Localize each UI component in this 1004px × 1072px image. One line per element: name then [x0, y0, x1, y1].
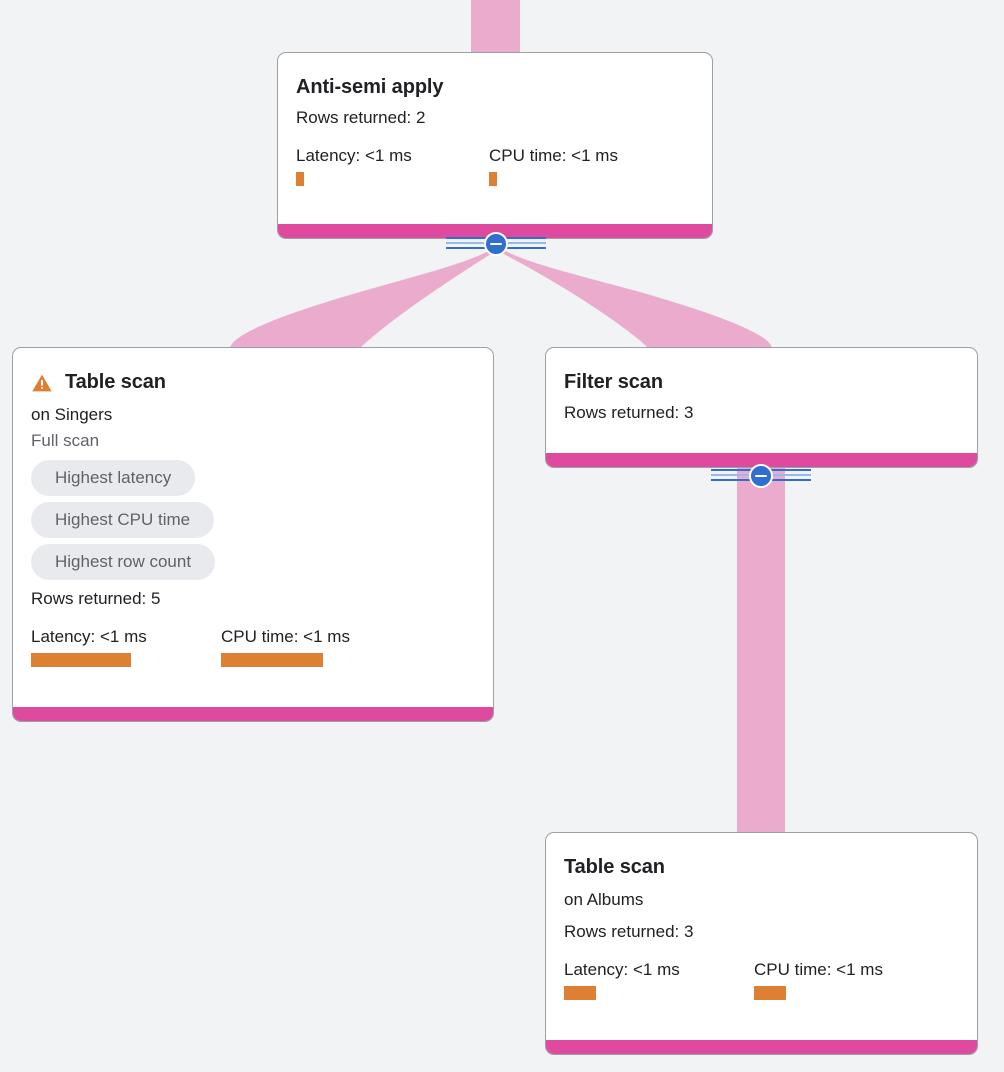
node-accent-bar: [546, 1040, 977, 1054]
badge-highest-row-count[interactable]: Highest row count: [31, 544, 216, 580]
metric-cpu-time: CPU time: <1 ms: [754, 959, 883, 1000]
node-rows-returned: Rows returned: 3: [564, 922, 694, 941]
node-scan-target: on Albums: [564, 890, 644, 909]
metric-cpu-time: CPU time: <1 ms: [221, 626, 350, 667]
metric-cpu-time-bar: [754, 986, 786, 1000]
collapse-toggle-filter-scan[interactable]: [711, 463, 811, 489]
badge-highest-latency[interactable]: Highest latency: [31, 460, 196, 496]
node-rows-returned: Rows returned: 2: [296, 108, 426, 127]
node-body: Table scan on Albums Rows returned: 3 La…: [546, 833, 977, 1040]
node-filter-scan[interactable]: Filter scan Rows returned: 3: [545, 347, 978, 468]
metric-cpu-time-bar: [489, 172, 497, 186]
warning-triangle-icon: [32, 374, 52, 392]
metric-cpu-time: CPU time: <1 ms: [489, 145, 618, 186]
node-accent-bar: [13, 707, 493, 721]
collapse-toggle-anti-semi-apply[interactable]: [446, 231, 546, 257]
collapse-minus-icon[interactable]: [749, 464, 773, 488]
metric-cpu-time-bar: [221, 653, 323, 667]
node-title: Table scan: [564, 856, 665, 878]
edge-incoming-root: [471, 0, 520, 54]
node-accent-bar: [546, 453, 977, 467]
node-rows-returned: Rows returned: 5: [31, 589, 161, 608]
node-accent-bar: [278, 224, 712, 238]
node-metrics: Latency: <1 ms CPU time: <1 ms: [564, 959, 959, 1000]
metric-cpu-time-label: CPU time: <1 ms: [489, 146, 618, 165]
node-table-scan-singers[interactable]: Table scan on Singers Full scan Highest …: [12, 347, 494, 722]
metric-latency-bar: [296, 172, 304, 186]
node-title-row: Filter scan: [564, 370, 959, 394]
edge-anti-semi-to-table-scan-singers: [230, 249, 494, 348]
node-body: Anti-semi apply Rows returned: 2 Latency…: [278, 53, 712, 224]
node-title-row: Anti-semi apply: [296, 75, 694, 99]
node-anti-semi-apply[interactable]: Anti-semi apply Rows returned: 2 Latency…: [277, 52, 713, 239]
metric-cpu-time-label: CPU time: <1 ms: [221, 627, 350, 646]
metric-latency: Latency: <1 ms: [296, 145, 489, 186]
node-title: Anti-semi apply: [296, 76, 444, 98]
edge-anti-semi-to-filter-scan: [500, 249, 772, 348]
node-title-row: Table scan: [31, 370, 475, 394]
node-metrics: Latency: <1 ms CPU time: <1 ms: [31, 626, 475, 667]
collapse-minus-icon[interactable]: [484, 232, 508, 256]
node-body: Table scan on Singers Full scan Highest …: [13, 348, 493, 707]
metric-latency: Latency: <1 ms: [31, 626, 221, 667]
node-title-row: Table scan: [564, 855, 959, 879]
metric-latency-label: Latency: <1 ms: [564, 960, 680, 979]
node-metrics: Latency: <1 ms CPU time: <1 ms: [296, 145, 694, 186]
node-title: Table scan: [65, 371, 166, 393]
node-body: Filter scan Rows returned: 3: [546, 348, 977, 453]
edge-filter-scan-to-table-scan-albums: [737, 468, 785, 834]
node-rows-returned: Rows returned: 3: [564, 403, 694, 422]
metric-latency: Latency: <1 ms: [564, 959, 754, 1000]
metric-latency-bar: [31, 653, 131, 667]
node-badge-list: Highest latency Highest CPU time Highest…: [31, 460, 475, 580]
node-scan-type: Full scan: [31, 431, 100, 450]
node-table-scan-albums[interactable]: Table scan on Albums Rows returned: 3 La…: [545, 832, 978, 1055]
badge-highest-cpu-time[interactable]: Highest CPU time: [31, 502, 215, 538]
node-scan-target: on Singers: [31, 405, 113, 424]
node-title: Filter scan: [564, 371, 663, 393]
metric-latency-bar: [564, 986, 596, 1000]
metric-cpu-time-label: CPU time: <1 ms: [754, 960, 883, 979]
metric-latency-label: Latency: <1 ms: [31, 627, 147, 646]
metric-latency-label: Latency: <1 ms: [296, 146, 412, 165]
